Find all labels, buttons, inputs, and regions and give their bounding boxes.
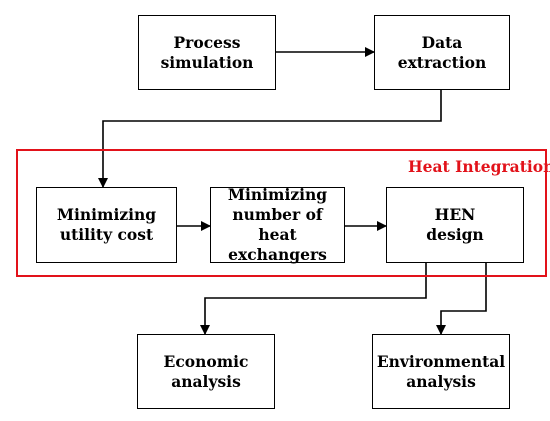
- node-minimizing-utility-cost: Minimizing utility cost: [36, 187, 177, 263]
- edge-hen-to-environmental: [436, 263, 487, 335]
- node-process-simulation: Process simulation: [138, 15, 276, 90]
- node-minimizing-heat-exchangers: Minimizing number of heat exchangers: [210, 185, 345, 264]
- node-economic-analysis: Economic analysis: [137, 334, 275, 409]
- node-environmental-analysis: Environmental analysis: [372, 334, 510, 409]
- heat-integration-group: [16, 149, 547, 277]
- edge-hen-to-economic: [200, 263, 427, 335]
- heat-integration-label: Heat Integration: [408, 157, 550, 176]
- node-data-extraction: Data extraction: [374, 15, 510, 90]
- node-hen-design: HEN design: [386, 187, 524, 263]
- edge-data-to-utility: [98, 90, 442, 188]
